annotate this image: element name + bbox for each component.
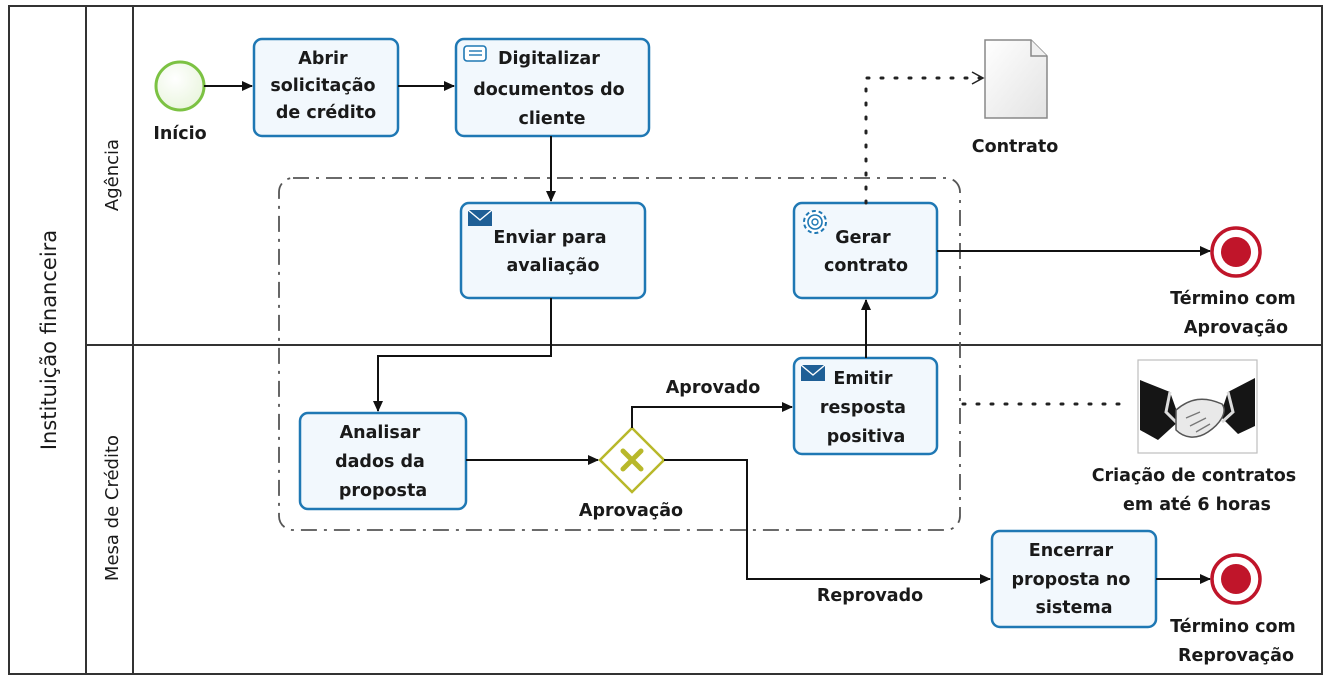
task-label: Analisar dados da proposta <box>335 423 431 501</box>
pool-label: Instituição financeira <box>37 230 61 450</box>
gear-icon <box>803 210 827 234</box>
annotation-text: Criação de contratos em até 6 horas <box>1092 466 1303 515</box>
flow-label-reprovado: Reprovado <box>817 586 923 606</box>
end-event-reprovacao[interactable] <box>1210 553 1262 605</box>
task-label: Emitir resposta positiva <box>820 369 912 447</box>
handshake-icon <box>1137 359 1258 454</box>
task-abrir-solicitacao[interactable]: Abrir solicitação de crédito <box>252 37 400 138</box>
task-label: Encerrar proposta no sistema <box>1012 541 1137 618</box>
data-object-contrato[interactable] <box>984 39 1048 119</box>
task-label: Digitalizar documentos do cliente <box>473 49 630 129</box>
task-label: Enviar para avaliação <box>493 228 612 276</box>
exclusive-gateway[interactable] <box>598 426 666 494</box>
association-to-contrato <box>864 71 985 205</box>
task-emitir-resposta[interactable]: Emitir resposta positiva <box>792 356 939 456</box>
task-label: Abrir solicitação de crédito <box>270 49 381 123</box>
task-encerrar-proposta[interactable]: Encerrar proposta no sistema <box>990 529 1158 629</box>
end-event-aprovacao-label: Término com Aprovação <box>1170 289 1302 338</box>
task-gerar-contrato[interactable]: Gerar contrato <box>792 201 939 300</box>
task-label: Gerar contrato <box>824 228 908 276</box>
task-enviar-avaliacao[interactable]: Enviar para avaliação <box>459 201 647 300</box>
group-box <box>278 177 961 531</box>
end-event-aprovacao[interactable] <box>1210 226 1262 278</box>
manual-task-icon <box>463 45 487 62</box>
start-event[interactable] <box>154 60 206 112</box>
flow-enviar-to-analisar <box>373 298 552 412</box>
lane-label-agencia: Agência <box>102 139 123 211</box>
envelope-icon <box>467 209 493 226</box>
flow-label-aprovado: Aprovado <box>666 378 761 398</box>
gateway-label: Aprovação <box>579 501 683 521</box>
task-analisar-dados[interactable]: Analisar dados da proposta <box>298 411 468 511</box>
sequence-flows <box>204 81 1211 584</box>
start-event-label: Início <box>153 124 206 144</box>
flow-gateway-reprovado <box>664 459 991 584</box>
flow-gateway-aprovado <box>631 402 793 428</box>
end-event-reprovacao-label: Término com Reprovação <box>1170 617 1302 666</box>
task-digitalizar-documentos[interactable]: Digitalizar documentos do cliente <box>454 37 651 138</box>
envelope-icon <box>800 364 826 381</box>
lane-label-mesa: Mesa de Crédito <box>102 435 123 581</box>
data-object-label: Contrato <box>972 137 1059 157</box>
